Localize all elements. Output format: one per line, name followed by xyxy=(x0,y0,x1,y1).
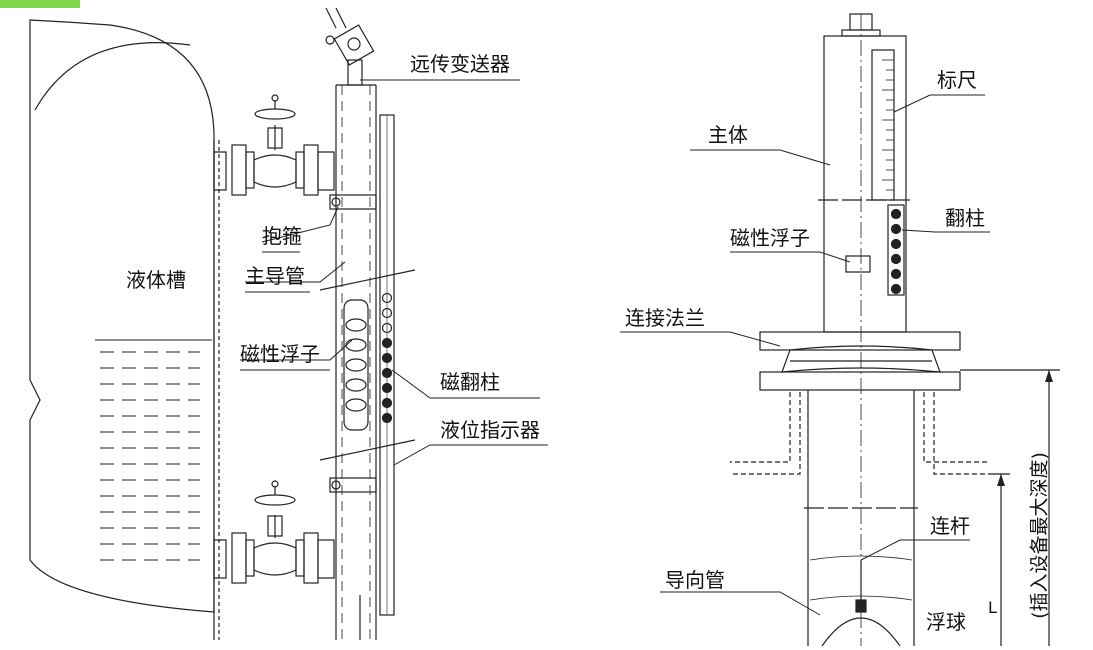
section-line-bottom xyxy=(319,439,416,461)
label-magnetic-float-right: 磁性浮子 xyxy=(730,226,810,250)
main-guide-pipe xyxy=(335,84,377,640)
right-diagram xyxy=(620,13,1060,647)
label-connecting-flange: 连接法兰 xyxy=(625,306,705,330)
label-main-body: 主体 xyxy=(708,123,748,147)
indicator-tube xyxy=(359,114,395,640)
left-leader-underlines xyxy=(240,79,548,446)
label-magnetic-float-left: 磁性浮子 xyxy=(240,342,320,366)
flip-balls-left xyxy=(381,292,393,424)
upper-valve-assembly xyxy=(213,94,335,196)
label-level-indicator: 液位指示器 xyxy=(440,418,540,442)
depth-dimension xyxy=(960,369,1060,646)
connecting-flange xyxy=(759,331,961,391)
highlight-tag xyxy=(0,0,80,8)
flip-balls-right xyxy=(890,208,902,295)
liquid-lines xyxy=(95,339,212,561)
right-leaders xyxy=(620,94,990,616)
label-main-guide-pipe: 主导管 xyxy=(245,264,305,288)
hoops xyxy=(329,194,377,493)
label-hoop: 抱箍 xyxy=(262,224,302,248)
scale-ticks xyxy=(882,59,894,191)
label-scale: 标尺 xyxy=(937,68,977,92)
label-guide-pipe: 导向管 xyxy=(665,568,725,592)
section-line-top xyxy=(319,269,416,291)
label-magnetic-flip-column: 磁翻柱 xyxy=(440,370,500,394)
label-connecting-rod: 连杆 xyxy=(930,514,970,538)
tank-outline xyxy=(29,19,215,613)
transmitter-head xyxy=(325,7,375,86)
small-float xyxy=(845,255,871,273)
label-max-insertion-depth: (插入设备最大深度) xyxy=(1028,452,1051,619)
label-liquid-tank: 液体槽 xyxy=(126,268,186,292)
lower-valve-assembly xyxy=(213,480,335,584)
label-marker-l: L xyxy=(988,598,997,617)
float-ball xyxy=(821,560,901,647)
tank-dome-curve xyxy=(34,42,191,111)
label-float-ball: 浮球 xyxy=(926,610,966,634)
label-flip-column: 翻柱 xyxy=(945,206,985,230)
scale-bar xyxy=(871,49,895,201)
label-transmitter: 远传变送器 xyxy=(410,52,510,76)
magnetic-float-left xyxy=(343,299,369,431)
left-diagram xyxy=(29,7,548,640)
